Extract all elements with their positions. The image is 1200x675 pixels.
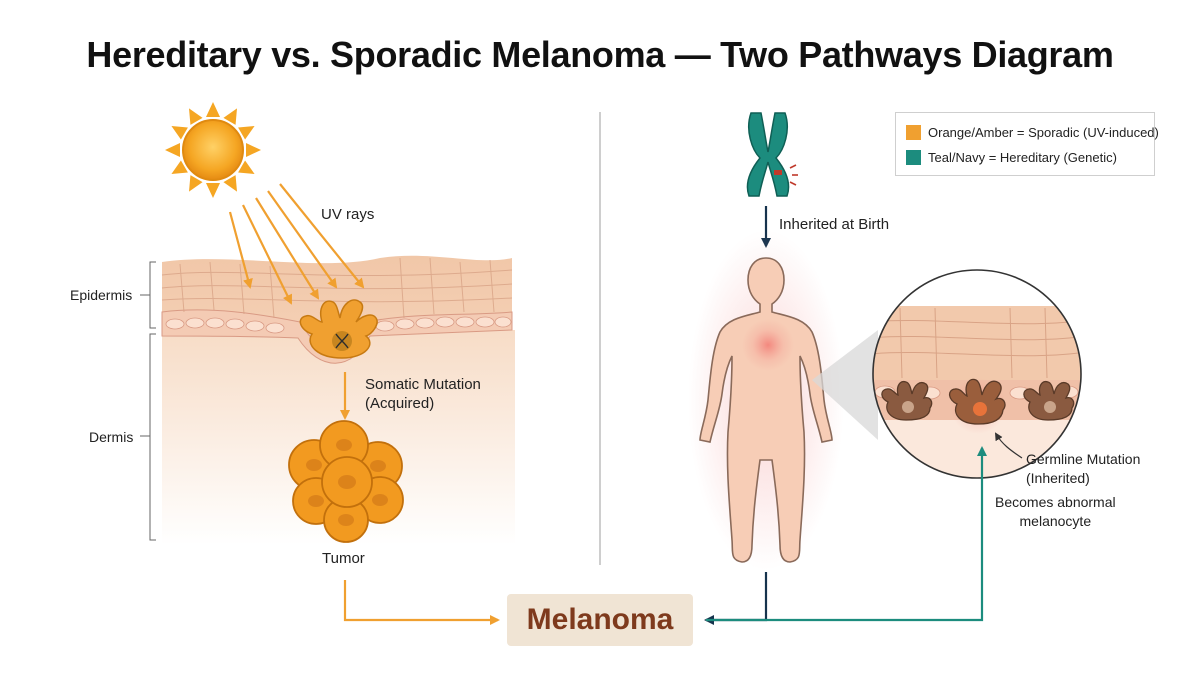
sun-icon bbox=[165, 102, 261, 198]
diagram-title: Hereditary vs. Sporadic Melanoma — Two P… bbox=[86, 34, 1114, 75]
uv-ray-arrows bbox=[228, 183, 365, 305]
inherited-at-birth-label: Inherited at Birth bbox=[779, 216, 890, 233]
uv-rays-label: UV rays bbox=[321, 206, 375, 223]
hereditary-teal-connector bbox=[706, 446, 987, 622]
legend-swatch-hereditary bbox=[906, 149, 921, 165]
legend: Orange/Amber = Sporadic (UV-induced) Tea… bbox=[895, 112, 1159, 176]
germline-line2: (Inherited) bbox=[1026, 470, 1090, 486]
legend-item-hereditary: Teal/Navy = Hereditary (Genetic) bbox=[906, 148, 1117, 166]
mutated-melanocyte-icon bbox=[299, 299, 378, 359]
dermis-label: Dermis bbox=[89, 429, 134, 445]
tumor-label: Tumor bbox=[322, 550, 365, 567]
dna-icon bbox=[335, 333, 349, 349]
hereditary-body-connector bbox=[704, 572, 768, 625]
somatic-mutation-label: Somatic Mutation (Acquired) bbox=[365, 375, 481, 413]
legend-swatch-sporadic bbox=[906, 124, 921, 140]
melanoma-outcome-box: Melanoma bbox=[507, 594, 693, 646]
germline-line1: Germline Mutation bbox=[1026, 451, 1141, 467]
somatic-mutation-line2: (Acquired) bbox=[365, 395, 435, 412]
abnormal-line2: melanocyte bbox=[1019, 513, 1092, 529]
human-body-icon bbox=[688, 230, 844, 570]
abnormal-line1: Becomes abnormal bbox=[995, 494, 1116, 510]
epidermis-label: Epidermis bbox=[70, 287, 133, 303]
germline-pointer bbox=[994, 432, 1023, 459]
legend-item-sporadic: Orange/Amber = Sporadic (UV-induced) bbox=[906, 123, 1159, 141]
zoomed-skin-view bbox=[872, 269, 1082, 479]
layer-brackets bbox=[140, 261, 156, 541]
legend-label-hereditary: Teal/Navy = Hereditary (Genetic) bbox=[928, 149, 1117, 165]
somatic-mutation-line1: Somatic Mutation bbox=[365, 376, 481, 393]
sporadic-connector bbox=[343, 580, 500, 625]
chromosome-icon bbox=[746, 112, 798, 197]
zoom-cone bbox=[812, 330, 878, 440]
abnormal-melanocyte-label: Becomes abnormal melanocyte bbox=[995, 493, 1116, 531]
legend-label-sporadic: Orange/Amber = Sporadic (UV-induced) bbox=[928, 124, 1159, 140]
germline-mutation-label: Germline Mutation (Inherited) bbox=[1026, 450, 1140, 488]
